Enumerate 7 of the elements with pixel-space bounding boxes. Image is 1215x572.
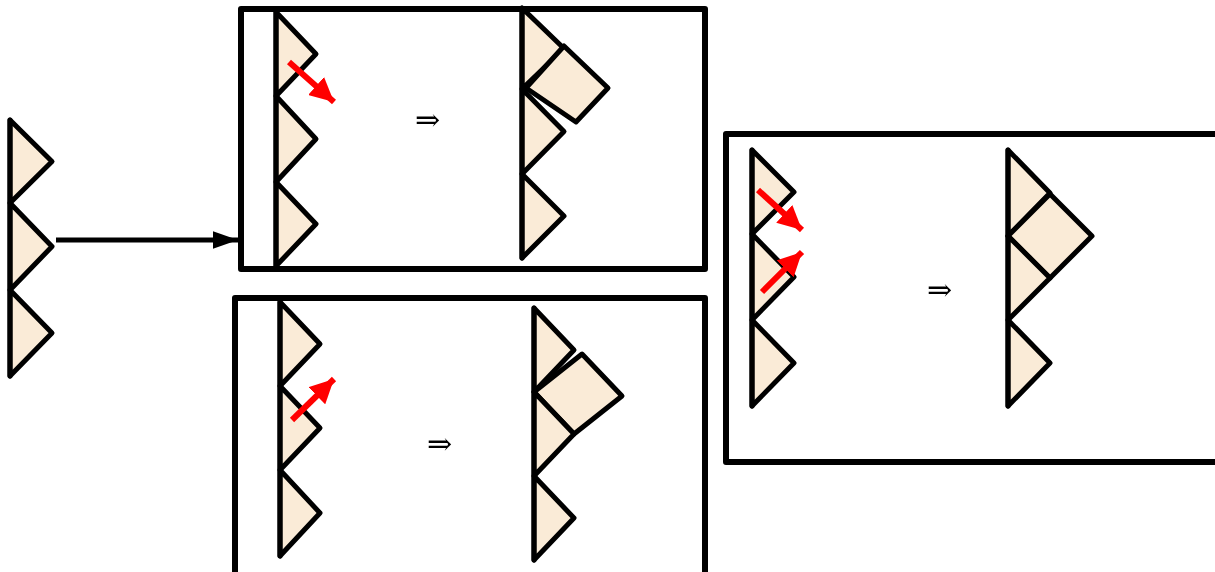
transform-symbol: ⇒ <box>415 105 441 135</box>
panel-box <box>238 6 708 272</box>
panel-box <box>723 131 1215 465</box>
transform-symbol: ⇒ <box>427 429 453 459</box>
transform-symbol: ⇒ <box>927 275 953 305</box>
arrow <box>56 231 238 249</box>
panel-box <box>232 295 708 572</box>
